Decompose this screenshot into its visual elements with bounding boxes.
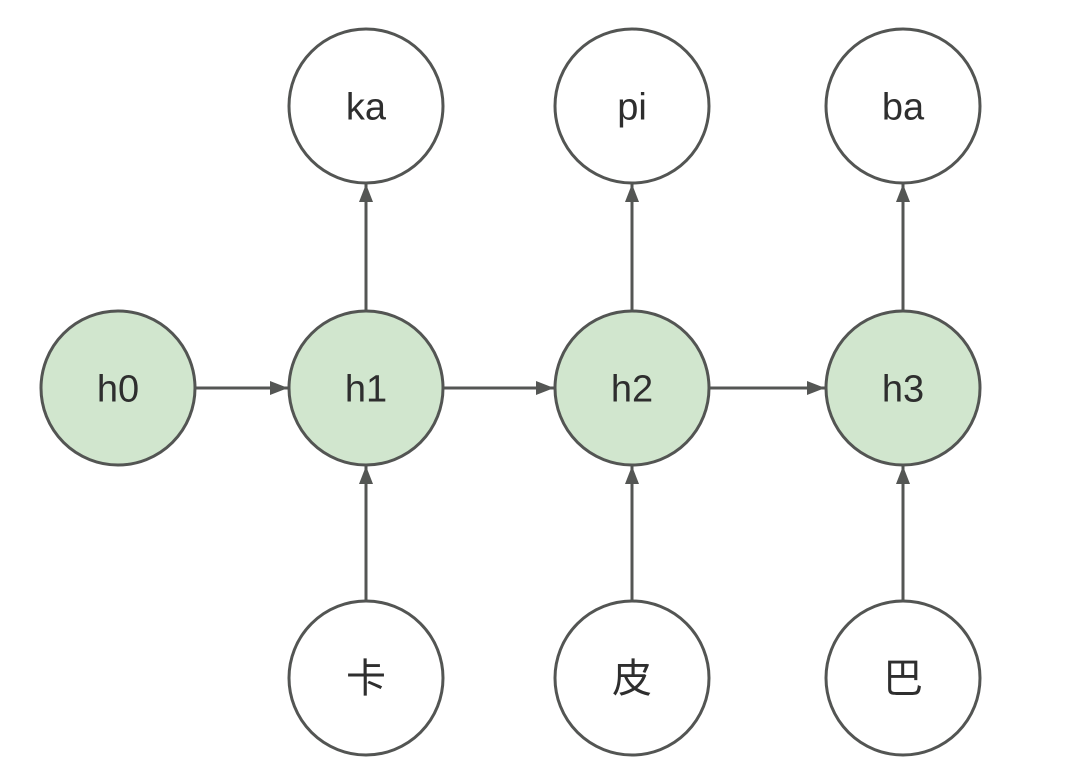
input-circle [553,599,711,757]
input-node-in-ba: 巴 [824,599,982,757]
output-circle [553,27,711,185]
node-label-h0: h0 [97,368,139,410]
output-node-out-pi: pi [553,27,711,185]
hidden-circle [824,309,982,467]
node-label-out-ba: ba [882,86,925,128]
node-label-out-ka: ka [346,86,387,128]
node-label-out-pi: pi [617,86,647,128]
input-node-in-pi: 皮 [553,599,711,757]
node-label-in-pi: 皮 [612,657,652,701]
input-circle [287,599,445,757]
input-node-in-ka: 卡 [287,599,445,757]
node-label-h2: h2 [611,368,653,410]
hidden-node-h3: h3 [824,309,982,467]
hidden-circle [287,309,445,467]
hidden-node-h0: h0 [39,309,197,467]
node-label-in-ka: 卡 [346,657,386,701]
output-circle [824,27,982,185]
node-label-h3: h3 [882,368,924,410]
output-node-out-ba: ba [824,27,982,185]
input-circle [824,599,982,757]
hidden-node-h2: h2 [553,309,711,467]
node-label-h1: h1 [345,368,387,410]
output-node-out-ka: ka [287,27,445,185]
hidden-circle [553,309,711,467]
hidden-node-h1: h1 [287,309,445,467]
node-label-in-ba: 巴 [883,657,923,701]
hidden-circle [39,309,197,467]
output-circle [287,27,445,185]
